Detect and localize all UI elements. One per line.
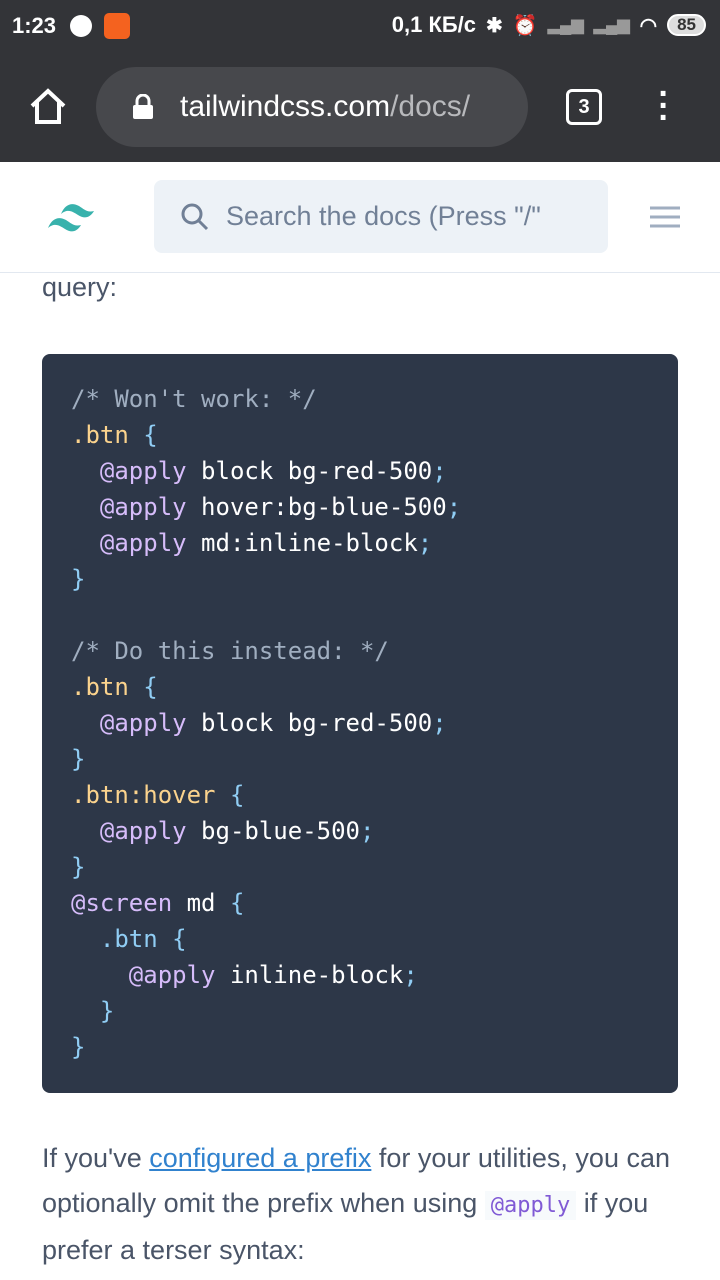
paragraph-text: for your utilities, you can optionally o… — [42, 1143, 670, 1218]
search-icon — [181, 203, 209, 231]
code-line: } — [71, 993, 678, 1029]
mi-notification-icon — [104, 13, 130, 39]
signal-icon: ▂▄▆ — [593, 17, 630, 34]
paragraph: If you've configured a prefix for your u… — [42, 1136, 682, 1273]
tailwind-logo[interactable] — [46, 200, 106, 236]
browser-toolbar: tailwindcss.com/docs/ 3 ··· — [0, 52, 720, 162]
code-token: /* Do this instead: */ — [71, 637, 389, 665]
code-token: block bg-red-500 — [186, 457, 433, 485]
tabs-button[interactable]: 3 — [566, 89, 602, 125]
code-token: @apply — [71, 817, 187, 845]
more-menu-icon[interactable]: ··· — [658, 75, 670, 137]
code-token: md:inline-block — [186, 529, 418, 557]
code-line: } — [71, 1029, 678, 1065]
code-token: hover:bg-blue-500 — [186, 493, 447, 521]
url-host: tailwindcss.com — [180, 90, 391, 123]
code-token: .btn — [71, 421, 144, 449]
code-token: @screen — [71, 889, 173, 917]
code-line: @apply block bg-red-500; — [71, 453, 678, 489]
code-line: } — [71, 561, 678, 597]
code-token: } — [71, 745, 86, 773]
configured-prefix-link[interactable]: configured a prefix — [149, 1143, 372, 1173]
code-token: bg-blue-500 — [186, 817, 360, 845]
code-block: /* Won't work: */ .btn { @apply block bg-… — [42, 354, 678, 1093]
code-token: .btn — [71, 673, 144, 701]
code-token: .btn — [71, 925, 173, 953]
code-line: @apply hover:bg-blue-500; — [71, 489, 678, 525]
code-token: md — [172, 889, 230, 917]
code-token: } — [71, 997, 115, 1025]
code-token: /* Won't work: */ — [71, 385, 317, 413]
app-notification-icon — [70, 15, 92, 37]
code-token: ; — [403, 961, 418, 989]
code-token: @apply — [71, 493, 187, 521]
code-line: /* Won't work: */ — [71, 381, 678, 417]
code-token: inline-block — [215, 961, 404, 989]
code-token: } — [71, 565, 86, 593]
code-line — [71, 597, 678, 633]
code-line: @screen md { — [71, 885, 678, 921]
code-token: .btn:hover — [71, 781, 230, 809]
code-line: } — [71, 741, 678, 777]
code-line: /* Do this instead: */ — [71, 633, 678, 669]
code-token: @apply — [71, 529, 187, 557]
paragraph-text: if you prefer a terser syntax: — [42, 1188, 649, 1265]
code-token: ; — [417, 529, 433, 557]
code-token: ; — [446, 493, 462, 521]
code-token: } — [71, 1033, 86, 1061]
code-line: @apply block bg-red-500; — [71, 705, 678, 741]
code-line: @apply bg-blue-500; — [71, 813, 678, 849]
wifi-icon: ◠ — [639, 14, 658, 37]
code-token: @apply — [71, 709, 187, 737]
code-token: ; — [359, 817, 375, 845]
code-line: .btn { — [71, 669, 678, 705]
paragraph-text: If you've — [42, 1143, 150, 1173]
url-path: /docs/ — [390, 90, 471, 123]
code-token: { — [172, 925, 187, 953]
code-token: ; — [432, 457, 447, 485]
code-line: .btn { — [71, 921, 678, 957]
code-token: ; — [432, 709, 447, 737]
code-line: .btn:hover { — [71, 777, 678, 813]
hamburger-menu-icon[interactable] — [650, 206, 680, 228]
inline-code: @apply — [484, 1191, 577, 1220]
code-line: .btn { — [71, 417, 678, 453]
network-speed: 0,1 КБ/с — [391, 12, 477, 37]
clock: 1:23 — [12, 13, 57, 38]
search-placeholder: Search the docs (Press "/" — [226, 201, 541, 231]
signal-icon: ▂▄▆ — [547, 17, 584, 34]
alarm-icon: ⏰ — [512, 14, 538, 37]
code-token: @apply — [71, 457, 187, 485]
code-token: { — [143, 421, 158, 449]
search-input[interactable]: Search the docs (Press "/" — [154, 180, 608, 253]
bluetooth-icon: ✱ — [486, 14, 503, 37]
home-icon[interactable] — [28, 86, 68, 126]
code-line: } — [71, 849, 678, 885]
paragraph-fragment: query: — [42, 272, 118, 302]
code-token: block bg-red-500 — [186, 709, 433, 737]
address-bar[interactable]: tailwindcss.com/docs/ — [96, 67, 528, 147]
code-token: { — [143, 673, 158, 701]
code-token: { — [229, 889, 245, 917]
code-token: { — [229, 781, 245, 809]
status-bar: 1:23 0,1 КБ/с ✱ ⏰ ▂▄▆ ▂▄▆ ◠ 85 — [0, 0, 720, 52]
lock-icon — [133, 94, 153, 119]
code-line: @apply md:inline-block; — [71, 525, 678, 561]
site-header: Search the docs (Press "/" — [0, 162, 720, 273]
code-token: @apply — [71, 961, 216, 989]
code-token: } — [71, 853, 86, 881]
code-line: @apply inline-block; — [71, 957, 678, 993]
battery-indicator: 85 — [667, 14, 706, 36]
